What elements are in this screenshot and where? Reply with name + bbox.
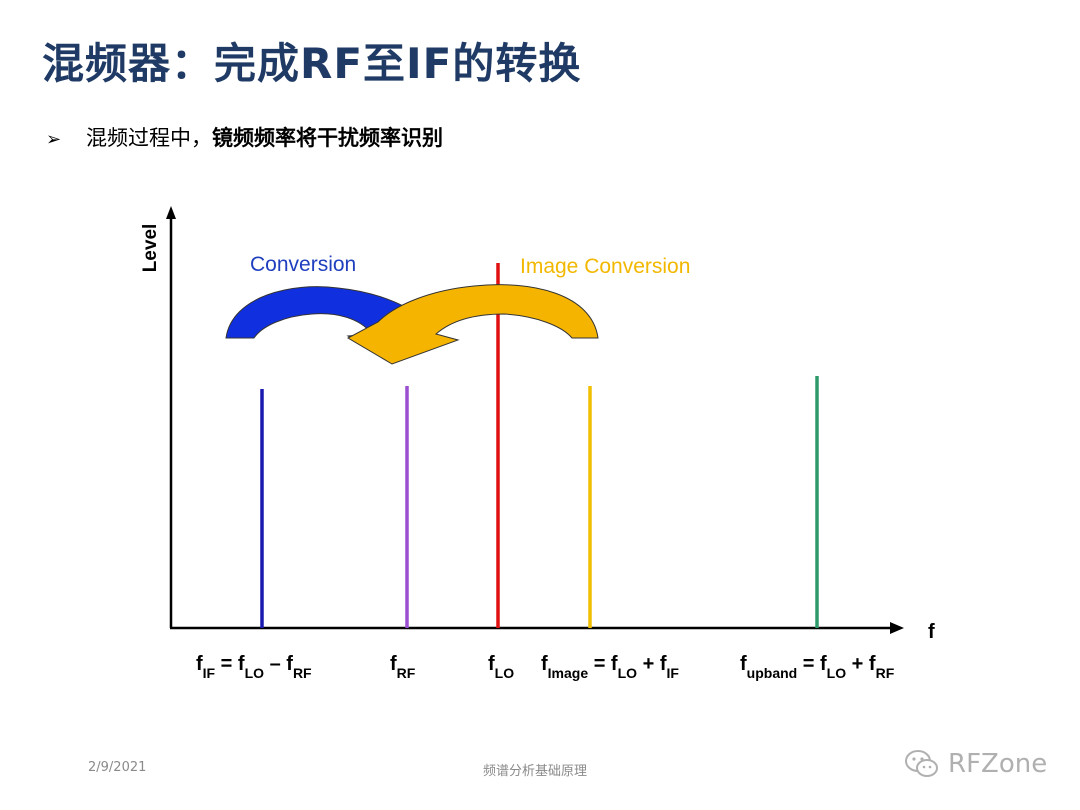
- freq-label-lo: fLO: [488, 653, 514, 681]
- footer-title: 频谱分析基础原理: [483, 764, 588, 779]
- bullet-text-normal: 混频过程中，: [86, 126, 212, 150]
- wechat-icon: [905, 750, 938, 777]
- conversion-label: Conversion: [250, 253, 356, 276]
- bullet-text-bold: 镜频频率将干扰频率识别: [212, 126, 443, 150]
- image-conversion-arrow: [346, 284, 599, 365]
- x-axis-label: f: [928, 621, 935, 643]
- bullet-point: ➢ 混频过程中，镜频频率将干扰频率识别: [46, 122, 443, 152]
- bullet-arrow-icon: ➢: [46, 129, 62, 150]
- freq-label-image: fImage = fLO + fIF: [541, 653, 679, 681]
- watermark: RFZone: [904, 746, 1047, 782]
- freq-label-if: fIF = fLO – fRF: [196, 653, 312, 681]
- freq-label-upband: fupband = fLO + fRF: [740, 653, 895, 681]
- freq-label-rf: fRF: [390, 653, 416, 681]
- footer-date: 2/9/2021: [88, 760, 147, 775]
- y-axis-arrowhead: [166, 206, 176, 219]
- x-axis-arrowhead: [890, 622, 904, 634]
- watermark-text: RFZone: [948, 749, 1048, 779]
- image-conversion-label: Image Conversion: [520, 255, 690, 278]
- y-axis-label: Level: [140, 224, 161, 273]
- slide-title: 混频器：完成RF至IF的转换: [42, 39, 582, 88]
